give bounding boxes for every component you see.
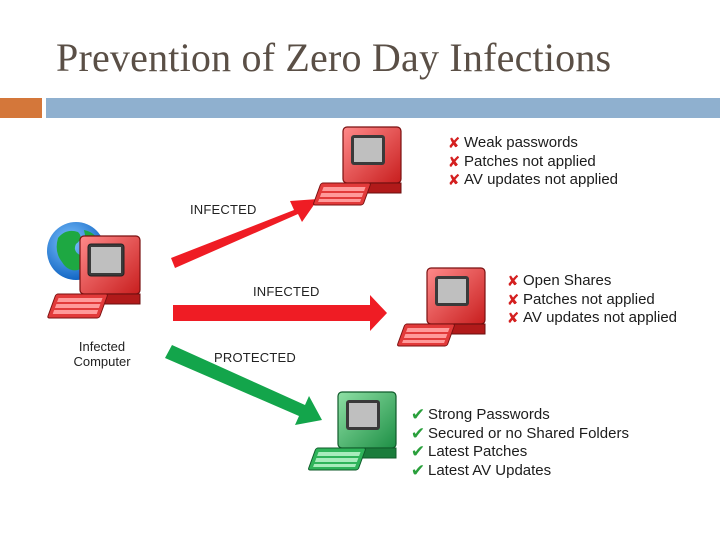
list-item: ✘AV updates not applied (506, 309, 678, 328)
check-mark-icon: ✔ (410, 460, 426, 481)
target-computer-icon-1 (313, 126, 402, 206)
title-accent-bar-orange (0, 98, 42, 118)
target-2-issues-list: ✘Open Shares ✘Patches not applied ✘AV up… (505, 272, 677, 328)
infected-computer-label: Infected Computer (60, 339, 144, 369)
target-computer-icon-2 (397, 267, 486, 347)
list-item: ✔Latest AV Updates (410, 460, 552, 481)
arrow-label-protected: PROTECTED (214, 350, 296, 365)
list-item: ✔Latest Patches (410, 442, 528, 463)
arrow-label-middle: INFECTED (253, 284, 320, 299)
list-item: ✘Weak passwords (447, 134, 578, 153)
target-1-issues-list: ✘Weak passwords ✘Patches not applied ✘AV… (446, 134, 618, 190)
check-mark-icon: ✔ (410, 423, 426, 444)
title-accent-bar-blue (46, 98, 720, 118)
slide-title: Prevention of Zero Day Infections (56, 35, 612, 80)
infected-computer-label-line1: Infected (78, 339, 126, 354)
infected-arrow-middle (173, 295, 387, 331)
x-mark-icon: ✘ (447, 171, 461, 190)
list-item: ✘AV updates not applied (447, 171, 619, 190)
check-mark-icon: ✔ (410, 442, 426, 463)
x-mark-icon: ✘ (447, 152, 461, 171)
x-mark-icon: ✘ (447, 134, 461, 153)
infected-computer-label-line2: Computer (73, 354, 131, 369)
x-mark-icon: ✘ (506, 309, 520, 328)
x-mark-icon: ✘ (506, 272, 520, 291)
target-computer-icon-3 (308, 391, 397, 471)
protected-arrow (165, 345, 322, 425)
list-item: ✔Secured or no Shared Folders (410, 423, 629, 444)
x-mark-icon: ✘ (506, 290, 520, 309)
list-item: ✘Open Shares (506, 272, 612, 291)
source-computer-icon (47, 235, 141, 319)
arrow-label-upper: INFECTED (190, 202, 257, 217)
target-3-protections-list: ✔Strong Passwords ✔Secured or no Shared … (410, 406, 629, 480)
list-item: ✔Strong Passwords (410, 405, 550, 426)
infected-arrow-upper (171, 199, 318, 268)
list-item: ✘Patches not applied (447, 152, 596, 171)
list-item: ✘Patches not applied (506, 290, 655, 309)
check-mark-icon: ✔ (410, 405, 426, 426)
